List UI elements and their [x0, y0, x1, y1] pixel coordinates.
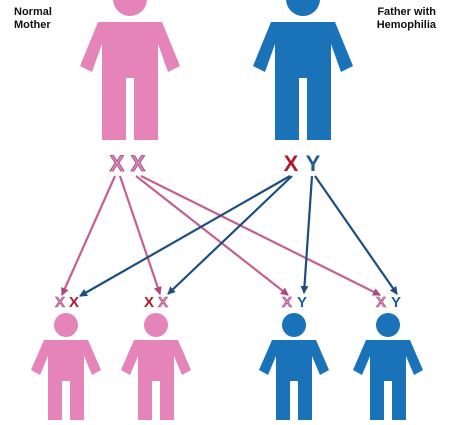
child1-affected-x-chromosome: X	[69, 294, 79, 311]
child4-chromosomes: X Y	[376, 294, 401, 312]
child3-y-chromosome: Y	[297, 294, 307, 311]
father-affected-x-chromosome: X	[284, 151, 299, 176]
child3-chromosomes: X Y	[282, 294, 307, 312]
father-hemophilia-label: Father with Hemophilia	[377, 6, 436, 32]
arrow-mother-to-child2	[118, 175, 162, 295]
father-label-line2: Hemophilia	[376, 19, 436, 31]
arrow-father-x-to-child2	[167, 175, 293, 295]
child1-figure	[31, 313, 101, 420]
child2-x-chromosome: X	[158, 294, 168, 311]
child2-figure	[121, 313, 191, 420]
child4-figure	[353, 313, 423, 420]
arrow-mother-to-child3	[135, 175, 289, 296]
arrow-father-y-to-child3	[300, 175, 314, 294]
mother-chromosomes: X X	[109, 151, 146, 177]
arrow-father-x-to-child1	[79, 175, 291, 297]
father-label-line1: Father with	[377, 6, 436, 18]
child4-x-chromosome: X	[376, 294, 386, 311]
arrow-mother-to-child1	[60, 175, 117, 296]
father-figure	[253, 0, 353, 140]
mother-arrows	[60, 175, 381, 296]
child4-y-chromosome: Y	[391, 294, 401, 311]
mother-x-chromosome-1: X	[110, 151, 125, 176]
father-arrows	[79, 175, 398, 297]
mother-label-line2: Mother	[14, 19, 51, 31]
mother-label-line1: Normal	[14, 6, 52, 18]
child2-affected-x-chromosome: X	[144, 294, 154, 311]
child3-x-chromosome: X	[282, 294, 292, 311]
child1-chromosomes: X X	[55, 294, 79, 312]
child1-x-chromosome: X	[55, 294, 65, 311]
normal-mother-label: Normal Mother	[14, 6, 52, 32]
mother-x-chromosome-2: X	[131, 151, 146, 176]
child3-figure	[259, 313, 329, 420]
child2-chromosomes: X X	[144, 294, 168, 312]
father-chromosomes: X Y	[284, 151, 321, 176]
father-y-chromosome: Y	[306, 151, 321, 176]
mother-figure	[80, 0, 180, 140]
arrow-father-y-to-child4	[314, 175, 398, 295]
arrow-mother-to-child4	[140, 175, 381, 296]
